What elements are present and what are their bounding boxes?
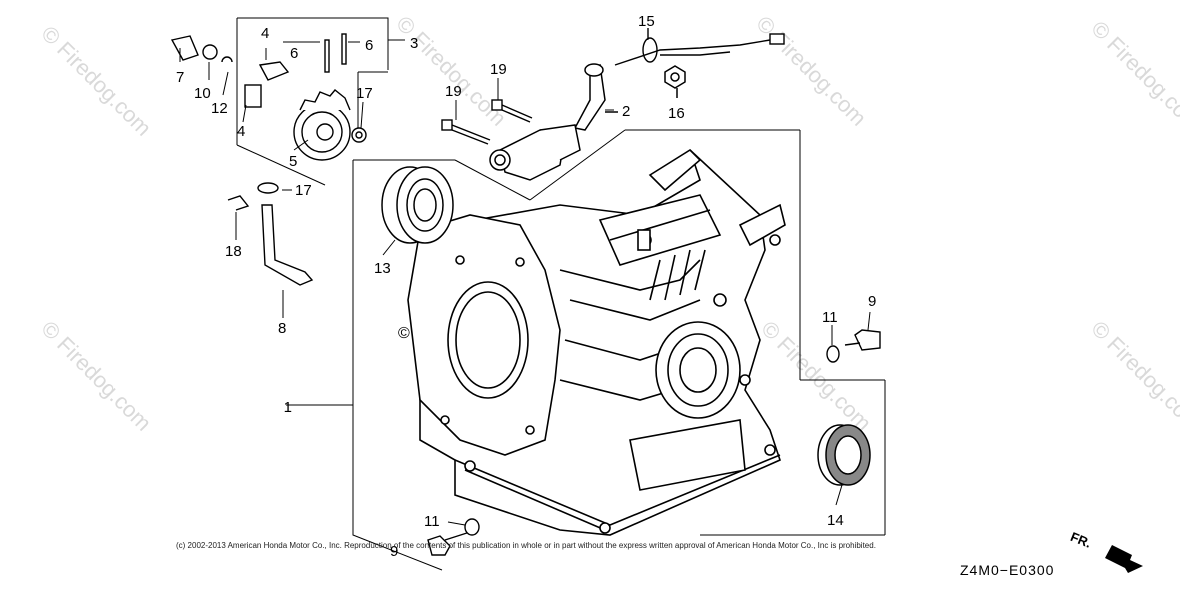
- watermark-text: © Firedog.com: [751, 11, 871, 131]
- leader-lines: [179, 28, 871, 526]
- part-label-19-left: 19: [445, 83, 462, 100]
- part-label-6-left: 6: [290, 45, 298, 62]
- watermark-text: © Firedog.com: [1086, 16, 1180, 136]
- part-number-labels: 1 2 3 4 4 5 6 6 7 8 9 9 10 11 11 12 13 1…: [176, 13, 876, 560]
- bearing-13: [381, 166, 454, 244]
- watermark-text: © Firedog.com: [36, 316, 156, 436]
- part-label-6-right: 6: [365, 37, 373, 54]
- part-label-16: 16: [668, 105, 685, 122]
- part-label-15: 15: [638, 13, 655, 30]
- part-label-7: 7: [176, 69, 184, 86]
- part-label-3: 3: [410, 35, 418, 52]
- diagram-code: Z4M0−E0300: [960, 562, 1055, 578]
- bolts-19: [441, 99, 533, 145]
- part-label-19-right: 19: [490, 61, 507, 78]
- part-label-9-upper: 9: [868, 293, 876, 310]
- watermark-text: © Firedog.com: [1086, 316, 1180, 436]
- oil-seal-14: [817, 424, 871, 486]
- part-label-8: 8: [278, 320, 286, 337]
- part-label-1: 1: [284, 399, 292, 416]
- copyright-notice: (c) 2002-2013 American Honda Motor Co., …: [176, 541, 876, 550]
- breather-tube-2: [489, 63, 618, 181]
- watermark-text: © Firedog.com: [36, 21, 156, 141]
- part-label-5: 5: [289, 153, 297, 170]
- oil-sensor-wire-15: [614, 28, 785, 66]
- crankcase-body: [407, 148, 786, 536]
- drain-plug-9-upper: [826, 329, 881, 363]
- part-label-12: 12: [211, 100, 228, 117]
- nut-16: [664, 65, 686, 98]
- part-label-14: 14: [827, 512, 844, 529]
- drain-plug-9-lower: [427, 518, 480, 556]
- part-label-18: 18: [225, 243, 242, 260]
- crankcase-group-bracket: [286, 129, 886, 571]
- copyright-mark: ©: [398, 325, 410, 342]
- part-label-4-bottom: 4: [237, 123, 245, 140]
- part-label-2: 2: [622, 103, 630, 120]
- governor-group-bracket: [236, 17, 405, 186]
- part-label-11-lower: 11: [424, 513, 440, 530]
- front-direction-arrow-icon: [1105, 545, 1143, 573]
- part-label-11-upper: 11: [822, 309, 838, 326]
- part-label-9-lower: 9: [390, 543, 398, 560]
- part-label-10: 10: [194, 85, 211, 102]
- governor-assembly: [170, 33, 367, 286]
- part-label-17-upper: 17: [356, 85, 373, 102]
- part-label-17-lower: 17: [295, 182, 312, 199]
- part-label-4-top: 4: [261, 25, 269, 42]
- part-label-13: 13: [374, 260, 391, 277]
